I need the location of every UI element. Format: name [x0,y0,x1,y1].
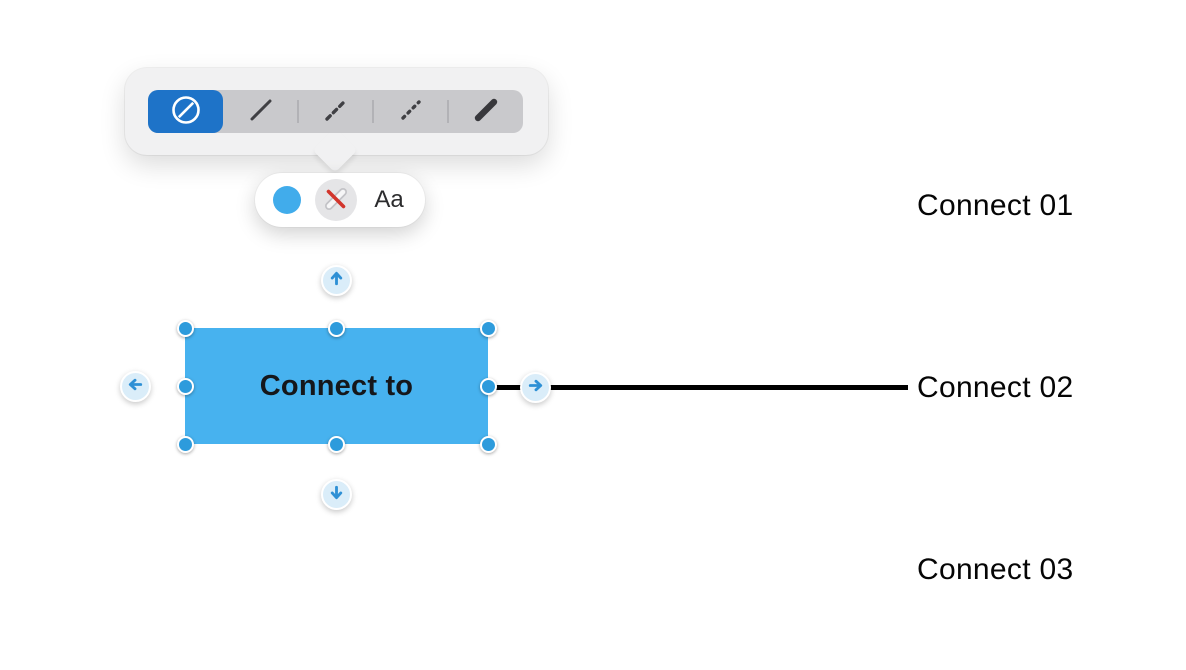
arrow-down-icon [327,483,346,505]
canvas-text-connect-02[interactable]: Connect 02 [917,371,1074,404]
shape-label: Connect to [259,369,414,402]
line-style-segmented-control [148,90,523,133]
resize-handle-middle-left[interactable] [176,377,194,395]
line-crossed-out-icon [319,182,353,219]
resize-handle-bottom-right[interactable] [479,435,497,453]
text-style-button[interactable]: Aa [365,173,413,227]
diagonal-line-dotted-icon [391,90,431,133]
connector-line[interactable] [492,385,908,390]
circle-slash-icon [166,90,206,133]
diagonal-line-thin-icon [241,90,281,133]
format-pill: Aa [255,173,425,227]
resize-handle-top-right[interactable] [479,319,497,337]
arrow-left-icon [126,375,145,397]
connect-arrow-up-button[interactable] [320,264,352,296]
connect-arrow-down-button[interactable] [320,478,352,510]
line-style-option-none[interactable] [148,90,223,133]
arrow-right-icon [526,376,545,398]
canvas-text-connect-03[interactable]: Connect 03 [917,553,1074,586]
popover-tail [312,127,358,173]
connect-arrow-right-button[interactable] [519,371,551,403]
connect-arrow-left-button[interactable] [119,370,151,402]
line-style-option-dotted[interactable] [373,90,448,133]
resize-handle-top-middle[interactable] [328,319,345,337]
canvas-text-connect-01[interactable]: Connect 01 [917,189,1074,222]
diagonal-line-dashed-icon [316,90,356,133]
arrow-up-icon [327,269,346,291]
diagonal-line-thick-icon [466,90,506,133]
segment-divider [447,100,449,123]
line-style-option-thick[interactable] [448,90,523,133]
segment-divider [372,100,374,123]
line-style-popover [125,68,548,173]
border-style-button[interactable] [315,179,357,221]
fill-color-swatch[interactable] [273,186,301,214]
segment-divider [297,100,299,123]
resize-handle-middle-right[interactable] [479,377,497,395]
resize-handle-bottom-left[interactable] [176,435,194,453]
shape-connect-to[interactable]: Connect to [185,328,488,444]
resize-handle-top-left[interactable] [176,319,194,337]
line-style-option-thin[interactable] [223,90,298,133]
resize-handle-bottom-middle[interactable] [328,435,345,453]
line-style-option-dashed[interactable] [298,90,373,133]
